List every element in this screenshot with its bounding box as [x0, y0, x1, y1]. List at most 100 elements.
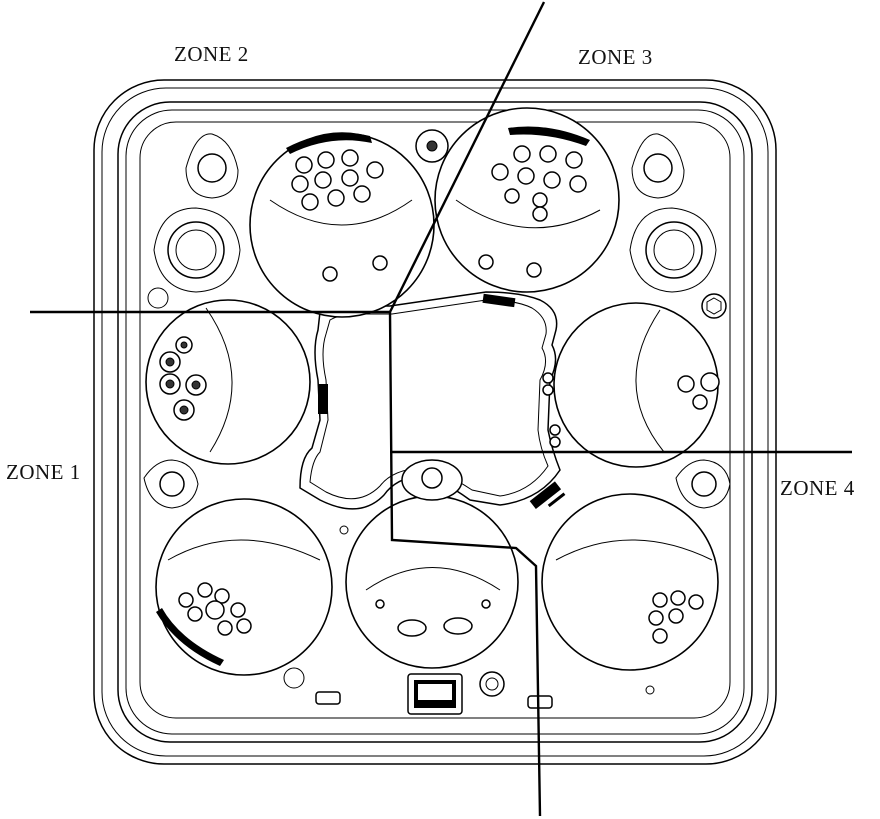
- seat-bottom-middle-jets: [375, 599, 491, 637]
- jet: [179, 405, 189, 415]
- control-knob: [479, 671, 505, 697]
- jet: [504, 188, 520, 204]
- spa-inner-rim-3: [139, 121, 731, 719]
- jet: [236, 618, 252, 634]
- jet: [443, 617, 473, 635]
- footwell-marker-bottom: [529, 481, 566, 510]
- small-fitting-bottom-left: [283, 667, 305, 689]
- jet: [341, 149, 359, 167]
- jet: [205, 600, 225, 620]
- jet: [688, 594, 704, 610]
- control-button-right: [527, 695, 553, 709]
- seat-top-right-logo: [508, 126, 590, 146]
- jet: [478, 254, 494, 270]
- jet: [187, 606, 203, 622]
- zone-4-label: ZONE 4: [780, 476, 855, 500]
- jet: [353, 185, 371, 203]
- jet: [165, 357, 175, 367]
- seat-top-left-contour: [269, 199, 413, 226]
- seat-top-right-marker: [482, 293, 516, 308]
- small-fitting-bottom-right: [645, 685, 655, 695]
- jet: [314, 171, 332, 189]
- handle-mid-right: [675, 459, 731, 509]
- jet: [214, 588, 230, 604]
- jet: [526, 262, 542, 278]
- jet: [652, 592, 668, 608]
- side-jet-left: [153, 207, 241, 293]
- jet: [569, 175, 587, 193]
- jet: [700, 372, 720, 392]
- seat-bottom-left-logo: [156, 608, 224, 666]
- seat-left-middle-marker: [318, 384, 328, 414]
- jet: [532, 206, 548, 222]
- zone-divider-lines: [30, 1, 852, 817]
- zone-2-label: ZONE 2: [174, 42, 249, 66]
- control-panel: [407, 673, 463, 715]
- seat-bottom-middle-contour: [365, 567, 501, 591]
- jet: [542, 384, 554, 396]
- zone-divider-diagonal: [388, 1, 546, 313]
- jet: [543, 171, 561, 189]
- zone-3-label: ZONE 3: [578, 45, 653, 69]
- handle-mid-left: [143, 459, 199, 509]
- jet: [565, 151, 583, 169]
- jet: [397, 619, 427, 637]
- jet: [197, 582, 213, 598]
- jet: [372, 255, 388, 271]
- top-center-fixture: [415, 129, 449, 163]
- jet: [230, 602, 246, 618]
- jet: [366, 161, 384, 179]
- footwell-inner: [309, 299, 549, 500]
- jet: [549, 436, 561, 448]
- handle-top-right: [631, 133, 685, 199]
- jet: [291, 175, 309, 193]
- jet: [341, 169, 359, 187]
- seat-bottom-right-contour: [555, 539, 713, 561]
- jet: [322, 266, 338, 282]
- footwell: [299, 291, 561, 510]
- jet: [178, 592, 194, 608]
- jet: [692, 394, 708, 410]
- spa-shell-lip: [101, 87, 769, 757]
- seat-bottom-left-contour: [167, 539, 321, 561]
- small-fitting-left: [147, 287, 169, 309]
- jet: [481, 599, 491, 609]
- control-button-left: [315, 691, 341, 705]
- seat-left-middle-jets: [159, 336, 207, 421]
- small-fitting-bottom-center: [339, 525, 349, 535]
- spa-inner-rim: [117, 101, 753, 743]
- jet: [677, 375, 695, 393]
- jet: [668, 608, 684, 624]
- spa-inner-rim-2: [125, 109, 745, 735]
- filter-cap: [701, 293, 727, 319]
- jet: [517, 167, 535, 185]
- jet: [191, 380, 201, 390]
- jet: [327, 189, 345, 207]
- jet: [539, 145, 557, 163]
- jet: [165, 379, 175, 389]
- seat-top-right-jets: [478, 145, 587, 278]
- jet: [652, 628, 668, 644]
- zone-divider-vertical: [388, 311, 542, 817]
- jet: [542, 372, 554, 384]
- jet: [301, 193, 319, 211]
- seat-bottom-middle: [345, 495, 519, 669]
- seat-bottom-left-jets: [178, 582, 252, 636]
- spa-outer-shell: [93, 79, 777, 765]
- zone-1-label: ZONE 1: [6, 460, 81, 484]
- seat-right-middle-jets: [542, 372, 720, 448]
- jet: [375, 599, 385, 609]
- seat-bottom-right-jets: [648, 590, 704, 644]
- jet: [317, 151, 335, 169]
- seat-bottom-right: [541, 493, 719, 671]
- handle-top-left: [185, 133, 239, 199]
- seat-top-right-contour: [455, 199, 601, 229]
- side-jet-right: [629, 207, 717, 293]
- jet: [217, 620, 233, 636]
- jet: [532, 192, 548, 208]
- seat-bottom-left: [155, 498, 333, 676]
- jet: [295, 156, 313, 174]
- jet: [549, 424, 561, 436]
- seat-right-middle-contour: [635, 309, 665, 453]
